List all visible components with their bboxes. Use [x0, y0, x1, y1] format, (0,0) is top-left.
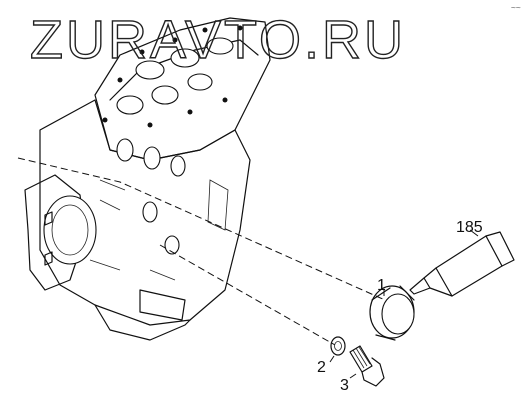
- corner-mark: ~~: [511, 3, 521, 12]
- callout-3: 3: [340, 377, 349, 394]
- engine-block-drawing: [24, 17, 271, 341]
- assembly-line-plug: [159, 244, 336, 346]
- leader-3: [349, 373, 357, 379]
- sealant-tube: [409, 231, 515, 297]
- callout-1: 1: [377, 277, 386, 294]
- leader-185: [469, 229, 479, 237]
- leader-2: [329, 355, 335, 363]
- callout-2: 2: [317, 359, 326, 376]
- assembly-line-seal: [17, 157, 386, 301]
- plug: [349, 345, 385, 387]
- washer: [330, 336, 346, 356]
- callout-185: 185: [456, 219, 483, 236]
- seal-ring: [369, 285, 415, 341]
- watermark-text: ZURAVTO.RU: [30, 10, 406, 70]
